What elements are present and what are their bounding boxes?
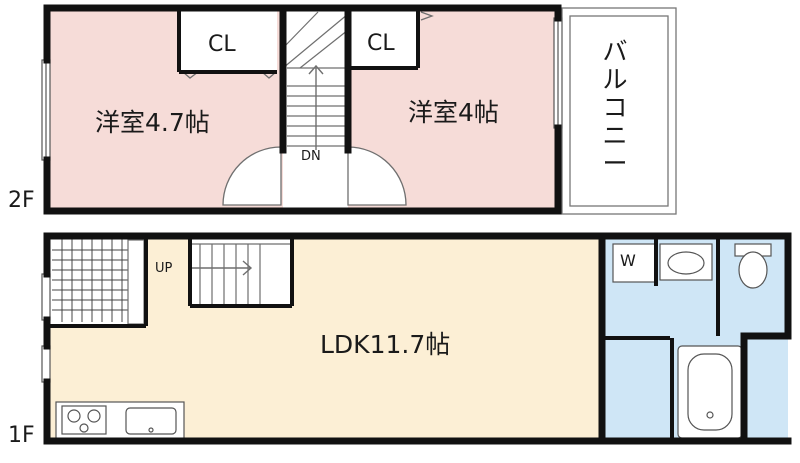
washer-label: W <box>620 251 636 270</box>
stair-2f <box>282 11 349 150</box>
balcony <box>561 7 677 215</box>
stair-1f <box>190 243 290 304</box>
floor-2f <box>41 4 677 215</box>
kitchen-counter <box>55 401 185 441</box>
floor-label-2f: 2F <box>8 188 35 213</box>
balcony-label: バ ル コ ニ ー <box>602 37 628 178</box>
stair-1f-fill <box>190 238 292 306</box>
closet-right-fill <box>350 8 418 68</box>
walls-2f <box>43 4 562 215</box>
closet-left-label: CL <box>208 32 236 57</box>
western-room-right-label: 洋室4帖 <box>408 98 499 127</box>
partitions-1f <box>47 236 720 441</box>
closet-right-label: CL <box>367 31 395 56</box>
walls-1f <box>43 232 792 445</box>
stair-up-label: UP <box>155 261 173 276</box>
entrance-fill <box>50 238 146 326</box>
ldk-label: LDK11.7帖 <box>320 330 451 359</box>
floor-1f <box>41 232 792 445</box>
western-room-left-label: 洋室4.7帖 <box>95 108 210 137</box>
entrance-tiles <box>52 238 128 322</box>
floor-label-1f: 1F <box>8 423 35 448</box>
closet-walls-2f <box>177 8 420 74</box>
bath-fixtures <box>612 243 772 439</box>
stair-down-label: DN <box>301 149 321 164</box>
closet-left-fill <box>179 8 277 72</box>
